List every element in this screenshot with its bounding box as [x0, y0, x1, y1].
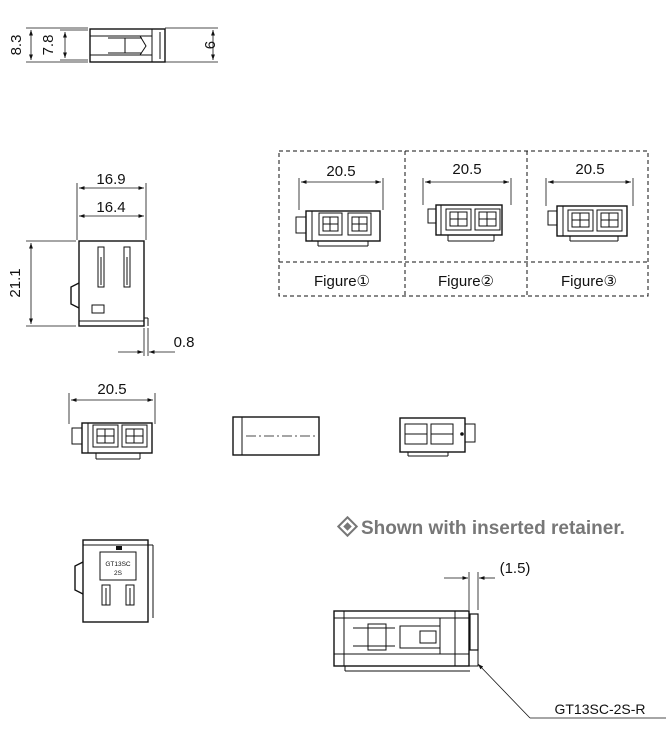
- dim-top-width-outer-label: 8.3: [8, 35, 25, 56]
- dim-top-width-inner-label: 7.8: [40, 35, 57, 56]
- figure-3: 20.5 Figure③: [545, 161, 634, 290]
- figure3-width-label: 20.5: [575, 161, 604, 178]
- retainer-note: Shown with inserted retainer.: [336, 515, 625, 539]
- retainer-side-view: GT13SC 2S: [74, 539, 154, 623]
- side-view: 16.9 16.4 21.1 0: [7, 171, 194, 356]
- dim-retainer-offset-label: (1.5): [500, 560, 531, 577]
- figure-table: 20.5 Figure① 20.5: [278, 150, 649, 297]
- dim-top-height-label: 9: [201, 41, 218, 49]
- figure1-label: Figure①: [314, 273, 370, 290]
- dim-side-offset-label: 0.8: [174, 334, 195, 351]
- embossed-line1: GT13SC: [105, 561, 131, 568]
- retainer-detail-view: (1.5): [333, 560, 530, 672]
- front-view: 20.5: [68, 381, 156, 460]
- part-number-label: GT13SC-2S-R: [554, 701, 645, 717]
- dimension-side-height: 21.1: [7, 240, 76, 327]
- dim-front-width-label: 20.5: [97, 381, 126, 398]
- embossed-line2: 2S: [114, 570, 123, 577]
- dimension-top-width-inner: 7.8: [40, 29, 88, 61]
- part-leader: GT13SC-2S-R: [477, 663, 666, 719]
- figure2-label: Figure②: [438, 273, 494, 290]
- dimension-side-width-outer: 16.9: [76, 171, 147, 240]
- bottom-view: [232, 416, 320, 456]
- dimension-side-offset: 0.8: [118, 328, 194, 356]
- figure3-label: Figure③: [561, 273, 617, 290]
- figure2-width-label: 20.5: [452, 161, 481, 178]
- dimension-top-height: 9: [165, 27, 218, 63]
- dim-side-height-label: 21.1: [7, 268, 24, 297]
- note-text: Shown with inserted retainer.: [361, 518, 625, 539]
- top-view-body: [89, 28, 166, 63]
- dim-side-width-inner-label: 16.4: [96, 199, 125, 216]
- top-view: 8.3 7.8 9: [8, 27, 218, 63]
- figure-1: 20.5 Figure①: [295, 163, 384, 290]
- dim-side-width-outer-label: 16.9: [96, 171, 125, 188]
- dimension-side-width-inner: 16.4: [79, 199, 144, 218]
- figure-2: 20.5 Figure②: [422, 161, 512, 290]
- side-view-body: [70, 240, 149, 327]
- dimension-top-width-outer: 8.3: [8, 27, 88, 63]
- rear-view: [399, 417, 476, 457]
- figure1-width-label: 20.5: [326, 163, 355, 180]
- dimension-retainer-offset: (1.5): [444, 560, 530, 610]
